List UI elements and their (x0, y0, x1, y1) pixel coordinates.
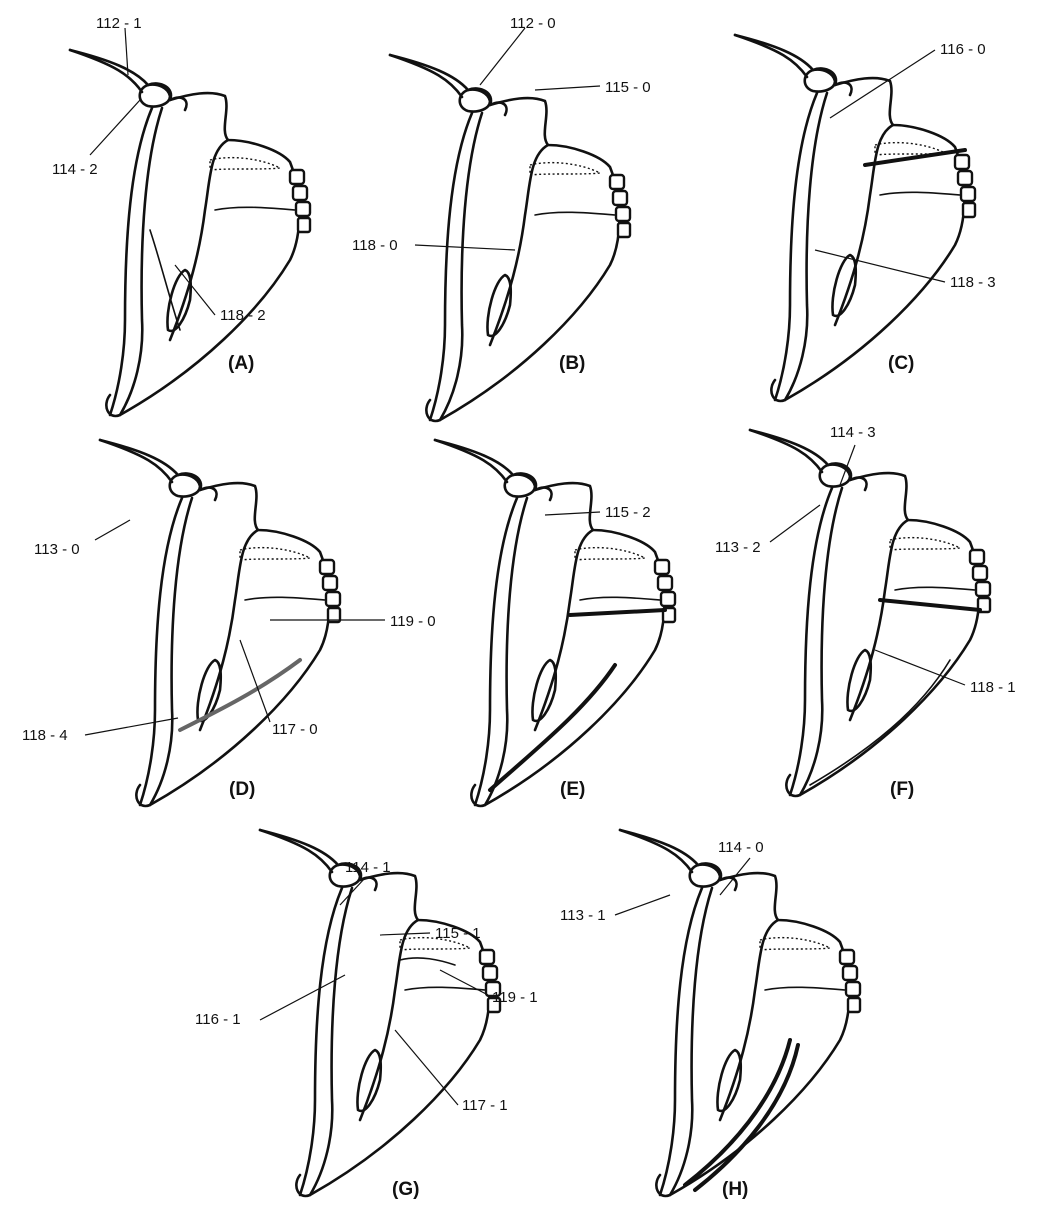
panel-label-d: (D) (229, 780, 255, 799)
jaw-drawing-e (435, 440, 675, 806)
annotation-label: 115 - 0 (605, 80, 651, 95)
annotation-label: 117 - 1 (462, 1098, 508, 1113)
annotation-label: 113 - 2 (715, 540, 761, 555)
annotation-label: 113 - 1 (560, 908, 606, 923)
annotation-label: 118 - 0 (352, 238, 398, 253)
annotation-label: 112 - 0 (510, 16, 556, 31)
annotation-label: 114 - 2 (52, 162, 98, 177)
leader-lines (85, 28, 965, 1105)
annotation-label: 114 - 1 (345, 860, 391, 875)
annotation-label: 118 - 4 (22, 728, 68, 743)
jaw-drawing-d (100, 440, 340, 806)
panel-label-a: (A) (228, 354, 254, 373)
annotation-label: 114 - 3 (830, 425, 876, 440)
annotation-label: 118 - 3 (950, 275, 996, 290)
annotation-label: 116 - 1 (195, 1012, 241, 1027)
panel-label-h: (H) (722, 1180, 748, 1199)
panel-label-b: (B) (559, 354, 585, 373)
panel-label-f: (F) (890, 780, 914, 799)
annotation-label: 112 - 1 (96, 16, 142, 31)
annotation-label: 115 - 2 (605, 505, 651, 520)
annotation-label: 118 - 1 (970, 680, 1016, 695)
panel-label-c: (C) (888, 354, 914, 373)
annotation-label: 119 - 0 (390, 614, 436, 629)
jaw-drawing-c (735, 35, 975, 401)
annotation-label: 114 - 0 (718, 840, 764, 855)
annotation-label: 113 - 0 (34, 542, 80, 557)
panel-label-e: (E) (560, 780, 585, 799)
annotation-label: 119 - 1 (492, 990, 538, 1005)
annotation-label: 115 - 1 (435, 926, 481, 941)
jaw-drawing-b (390, 55, 630, 421)
annotation-label: 118 - 2 (220, 308, 266, 323)
jaw-drawing-a (70, 50, 310, 416)
jaw-drawing-g (260, 830, 500, 1196)
panel-label-g: (G) (392, 1180, 419, 1199)
annotation-label: 117 - 0 (272, 722, 318, 737)
jaw-drawing-f (750, 430, 990, 796)
annotation-label: 116 - 0 (940, 42, 986, 57)
jaw-drawing-h (620, 830, 860, 1196)
